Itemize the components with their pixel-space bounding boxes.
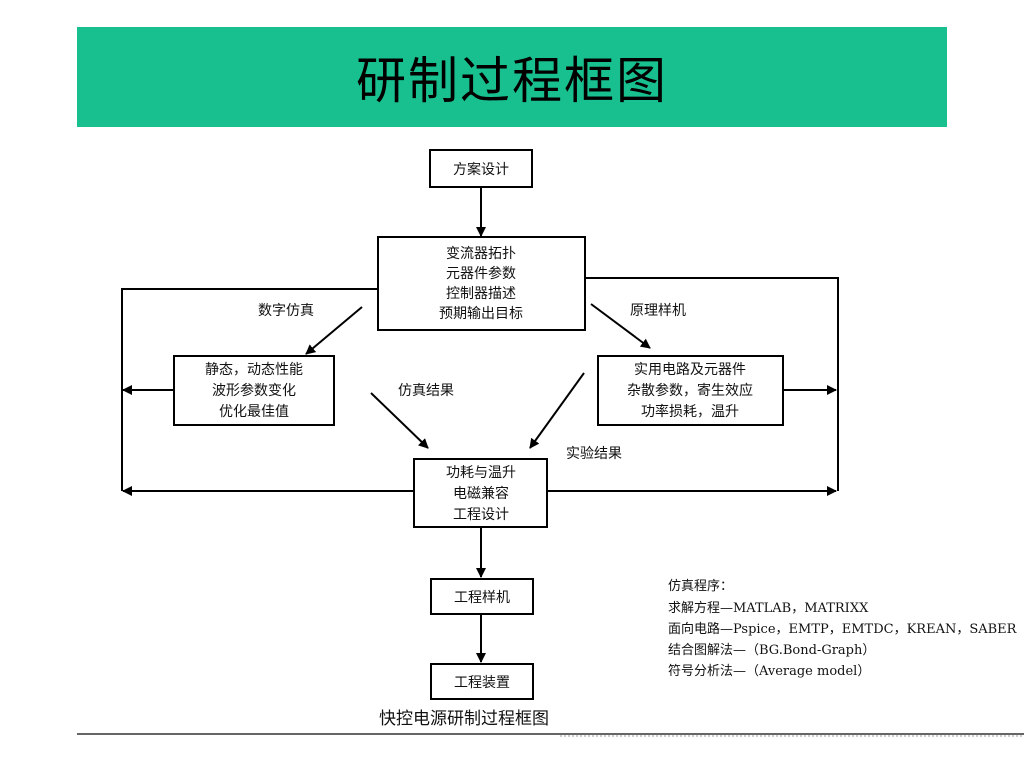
text-eng-device: 工程装置 (454, 675, 510, 691)
box-prototype (597, 355, 784, 426)
box-center (413, 458, 548, 528)
note-line-3: 面向电路—Pspice，EMTP，EMTDC，KREAN，SABER (668, 621, 1018, 637)
text-proto-2: 杂散参数，寄生效应 (627, 382, 753, 399)
text-sim-1: 静态，动态性能 (205, 362, 303, 378)
label-sim-result: 仿真结果 (398, 383, 454, 399)
note-line-2: 求解方程—MATLAB，MATRIXX (668, 600, 869, 616)
figure-caption: 快控电源研制过程框图 (379, 709, 549, 729)
text-center-2: 电磁兼容 (453, 485, 509, 502)
text-center-1: 功耗与温升 (446, 465, 516, 481)
arrow-to-simulation (305, 306, 363, 355)
text-topology-2: 元器件参数 (446, 265, 516, 282)
box-eng-prototype (430, 578, 534, 615)
box-eng-device (430, 663, 534, 700)
arrow-exp-result (529, 372, 585, 449)
note-line-5: 符号分析法—（Average model） (668, 663, 870, 679)
note-line-4: 结合图解法—（BG.Bond-Graph） (668, 643, 875, 658)
box-simulation (173, 355, 335, 426)
text-proto-3: 功率损耗，温升 (641, 403, 739, 420)
arrow-to-prototype (590, 303, 651, 349)
text-sim-3: 优化最佳值 (219, 404, 289, 420)
title-banner: 研制过程框图 (77, 27, 947, 127)
text-topology-4: 预期输出目标 (439, 306, 523, 322)
loop-right (585, 277, 839, 491)
text-topology-1: 变流器拓扑 (446, 246, 516, 262)
text-eng-prototype: 工程样机 (454, 590, 510, 606)
text-scheme-design: 方案设计 (453, 161, 509, 178)
label-exp-result: 实验结果 (566, 446, 622, 462)
text-topology-3: 控制器描述 (446, 286, 516, 302)
note-line-1: 仿真程序： (668, 579, 733, 594)
loop-left (121, 288, 378, 491)
page-title: 研制过程框图 (356, 52, 668, 110)
text-sim-2: 波形参数变化 (212, 382, 296, 399)
arrow-sim-result (370, 392, 429, 449)
box-topology (377, 236, 586, 331)
text-proto-1: 实用电路及元器件 (634, 362, 746, 378)
text-center-3: 工程设计 (453, 507, 509, 523)
label-principle-proto: 原理样机 (630, 303, 686, 319)
label-digital-sim: 数字仿真 (258, 303, 314, 319)
